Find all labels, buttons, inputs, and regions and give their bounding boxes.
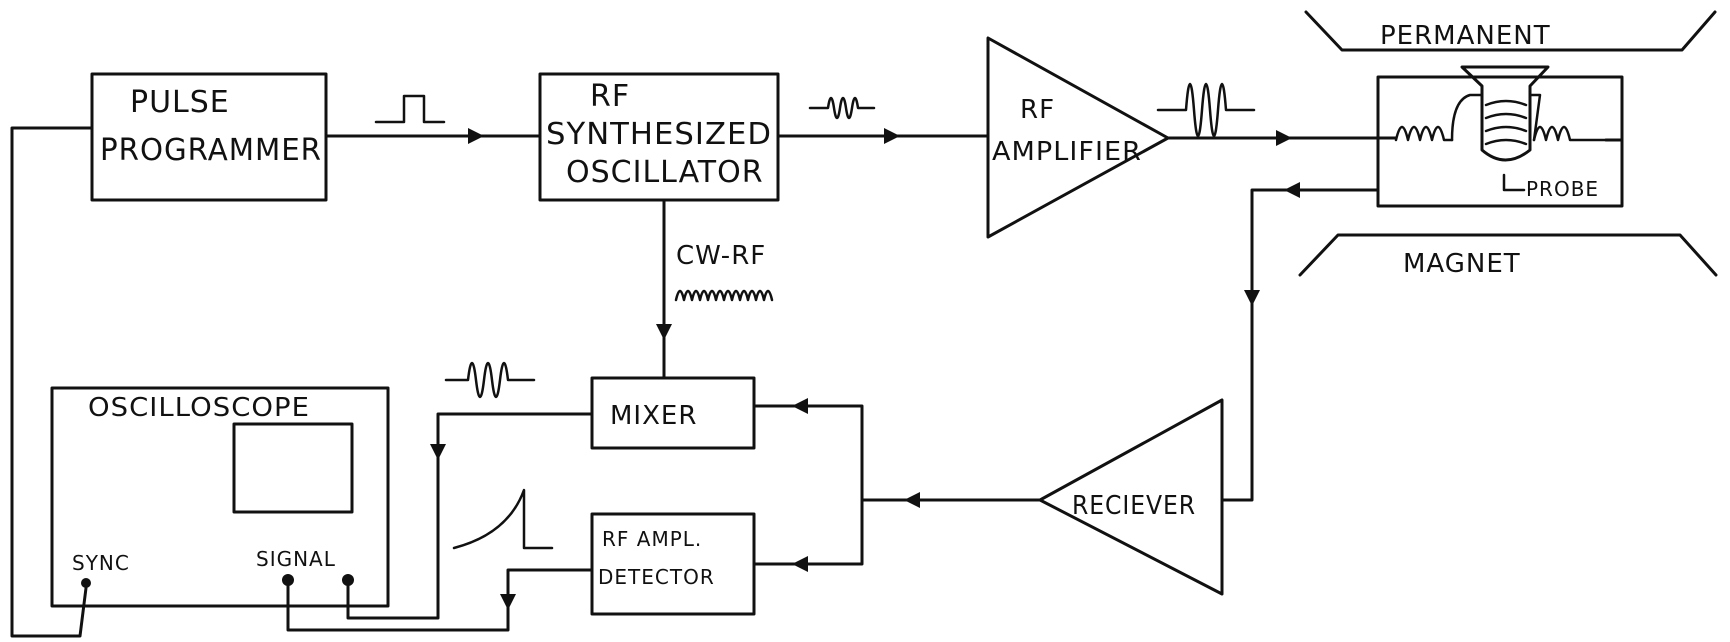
arrow-pp-to-osc (468, 128, 484, 144)
signal-label: SIGNAL (256, 547, 336, 571)
right-coil (1532, 125, 1608, 142)
sync-label: SYNC (72, 551, 130, 575)
arrow-to-detector (792, 556, 808, 572)
wire-detector-to-scope (286, 568, 594, 632)
pulse-programmer-label-1: PULSE (130, 85, 230, 120)
sample-tube (1460, 65, 1550, 162)
oscilloscope-screen (232, 422, 354, 514)
arrow-probe-out (1284, 182, 1300, 198)
receiver-label: RECIEVER (1072, 491, 1196, 521)
rf-oscillator-label-3: OSCILLATOR (566, 155, 764, 190)
amplified-burst-waveform (1156, 83, 1256, 137)
receiver-block: RECIEVER (1038, 398, 1224, 596)
magnet-label-bottom: MAGNET (1403, 249, 1521, 279)
pulse-programmer-label-2: PROGRAMMER (100, 133, 322, 168)
pulse-programmer-block: PULSE PROGRAMMER (90, 72, 328, 202)
signal-terminal-2 (342, 574, 354, 586)
detector-label-1: RF AMPL. (602, 527, 702, 551)
left-coil (1394, 125, 1454, 142)
wire-sync (10, 126, 94, 638)
probe-coil (1484, 99, 1528, 146)
magnet-assembly: PERMANENT MAGNET PROBE (1298, 10, 1718, 279)
oscilloscope-block: OSCILLOSCOPE SYNC SIGNAL (50, 386, 390, 608)
mixer-label: MIXER (610, 401, 697, 431)
probe-label: PROBE (1526, 177, 1599, 201)
detector-block: RF AMPL. DETECTOR (590, 512, 756, 616)
detector-output-waveform (452, 488, 554, 550)
coil-leads (1450, 93, 1542, 142)
wire-probe-to-receiver (1220, 188, 1380, 502)
cw-sine-wave (674, 289, 774, 302)
pulse-waveform (374, 94, 446, 124)
rf-amplifier-block: RF AMPLIFIER (986, 36, 1170, 239)
mixer-output-waveform (444, 361, 536, 399)
mixer-block: MIXER (590, 376, 756, 450)
oscilloscope-label: OSCILLOSCOPE (88, 393, 310, 423)
cw-rf-label: CW-RF (676, 241, 766, 271)
arrow-receiver-out (904, 492, 920, 508)
rf-amplifier-label-2: AMPLIFIER (992, 137, 1142, 167)
arrow-amp-to-probe (1276, 130, 1292, 146)
arrow-osc-to-amp (884, 128, 900, 144)
wire-split (752, 404, 864, 566)
rf-oscillator-label-1: RF (590, 79, 630, 114)
probe-lead (1502, 173, 1526, 192)
rf-oscillator-label-2: SYNTHESIZED (546, 117, 772, 152)
rf-burst-waveform (808, 96, 876, 120)
arrow-receiver-in (1244, 290, 1260, 306)
arrow-mixer-to-scope (430, 444, 446, 460)
arrow-osc-to-mixer (656, 324, 672, 340)
detector-label-2: DETECTOR (598, 565, 715, 589)
wire-mixer-to-scope (346, 412, 594, 620)
magnet-label-top: PERMANENT (1380, 21, 1551, 51)
arrow-to-mixer (792, 398, 808, 414)
sync-terminal (81, 578, 91, 588)
signal-terminal-1 (282, 574, 294, 586)
arrow-detector-to-scope (500, 594, 516, 610)
rf-amplifier-label-1: RF (1020, 95, 1055, 125)
rf-oscillator-block: RF SYNTHESIZED OSCILLATOR (538, 72, 780, 202)
